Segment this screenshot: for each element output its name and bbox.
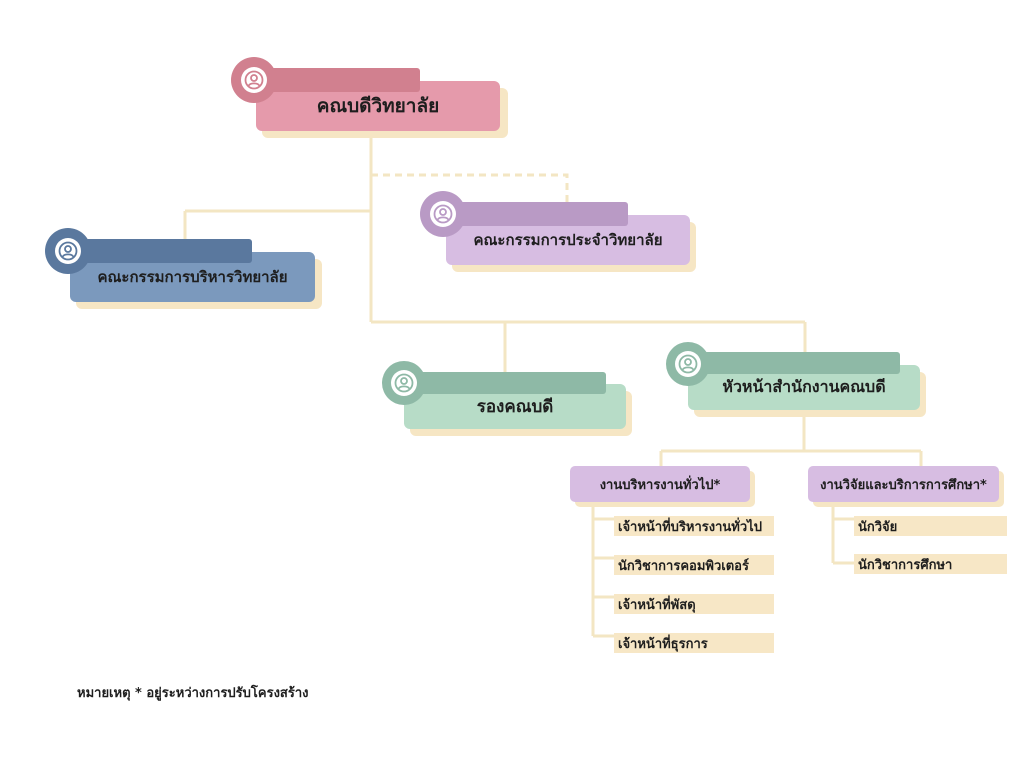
staff-education-officer: นักวิชาการศึกษา xyxy=(854,554,1007,574)
section-admin-label: งานบริหารงานทั่วไป* xyxy=(570,466,750,502)
user-icon xyxy=(382,361,426,405)
node-tab xyxy=(268,68,420,92)
staff-clerical-officer: เจ้าหน้าที่ธุรการ xyxy=(614,633,774,653)
section-research-label: งานวิจัยและบริการการศึกษา* xyxy=(808,466,999,502)
staff-general-admin-officer: เจ้าหน้าที่บริหารงานทั่วไป xyxy=(614,516,774,536)
dashed-connector-line xyxy=(371,173,569,202)
node-tab xyxy=(80,239,252,263)
staff-supplies-officer: เจ้าหน้าที่พัสดุ xyxy=(614,594,774,614)
staff-computer-scientist: นักวิชาการคอมพิวเตอร์ xyxy=(614,555,774,575)
node-tab xyxy=(418,372,606,394)
user-icon xyxy=(231,57,277,103)
user-icon xyxy=(420,191,466,237)
node-tab xyxy=(702,352,900,374)
staff-researcher: นักวิจัย xyxy=(854,516,1007,536)
user-icon xyxy=(666,342,710,386)
node-tab xyxy=(456,202,628,226)
user-icon xyxy=(45,228,91,274)
footnote: หมายเหตุ * อยู่ระหว่างการปรับโครงสร้าง xyxy=(77,686,309,701)
